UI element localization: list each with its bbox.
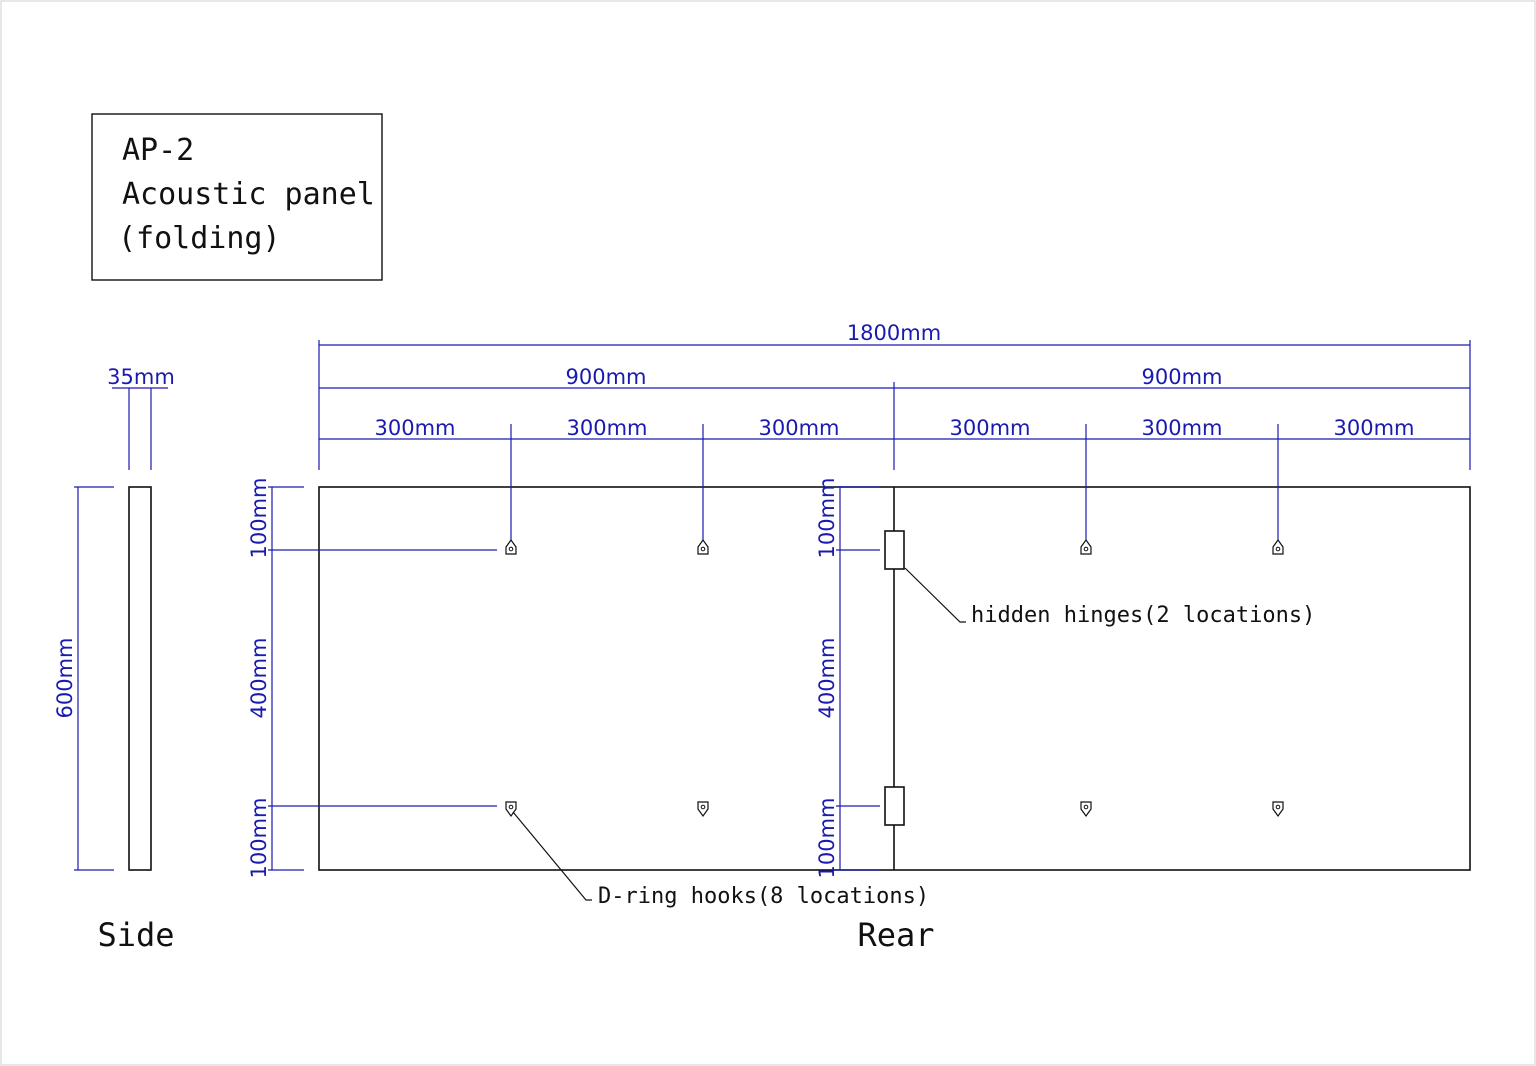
d-ring-hook-7 xyxy=(1080,801,1092,818)
hook-leader xyxy=(512,811,592,901)
hinge-leader xyxy=(904,567,966,623)
segment-label-3: 300mm xyxy=(759,416,840,440)
hook-callout: D-ring hooks(8 locations) xyxy=(598,884,929,909)
thickness-label: 35mm xyxy=(107,365,175,389)
segment-label-6: 300mm xyxy=(1334,416,1415,440)
mid-top-offset-label: 100mm xyxy=(815,478,839,559)
side-panel-outline xyxy=(128,486,152,871)
side-view-label: Side xyxy=(97,916,174,954)
title-box xyxy=(91,113,383,281)
half-right-label: 900mm xyxy=(1142,365,1223,389)
height-label: 600mm xyxy=(53,638,77,719)
segment-label-4: 300mm xyxy=(950,416,1031,440)
hinge-bottom xyxy=(884,786,905,826)
hinge-callout: hidden hinges(2 locations) xyxy=(971,603,1315,628)
side-view: 35mm 600mm Side xyxy=(53,365,175,954)
mid-middle-label: 400mm xyxy=(815,638,839,719)
segment-label-1: 300mm xyxy=(375,416,456,440)
left-top-offset-label: 100mm xyxy=(247,478,271,559)
d-ring-hook-3 xyxy=(1080,538,1092,555)
left-middle-label: 400mm xyxy=(247,638,271,719)
d-ring-hook-6 xyxy=(697,801,709,818)
title-block: AP-2 Acoustic panel (folding) xyxy=(91,113,383,281)
segment-label-5: 300mm xyxy=(1142,416,1223,440)
left-bottom-offset-label: 100mm xyxy=(247,798,271,879)
d-ring-hook-4 xyxy=(1272,538,1284,555)
mid-bottom-offset-label: 100mm xyxy=(815,798,839,879)
d-ring-hook-8 xyxy=(1272,801,1284,818)
half-left-label: 900mm xyxy=(566,365,647,389)
segment-label-2: 300mm xyxy=(567,416,648,440)
d-ring-hook-1 xyxy=(505,538,517,555)
title-code: AP-2 xyxy=(122,133,194,168)
rear-view-label: Rear xyxy=(857,916,934,954)
title-variant: (folding) xyxy=(118,221,281,256)
hinge-top xyxy=(884,530,905,570)
rear-view: 1800mm 900mm 900mm 300mm 300mm 300mm 300… xyxy=(247,321,1471,954)
title-name: Acoustic panel xyxy=(122,177,375,212)
total-width-label: 1800mm xyxy=(847,321,941,345)
d-ring-hook-2 xyxy=(697,538,709,555)
